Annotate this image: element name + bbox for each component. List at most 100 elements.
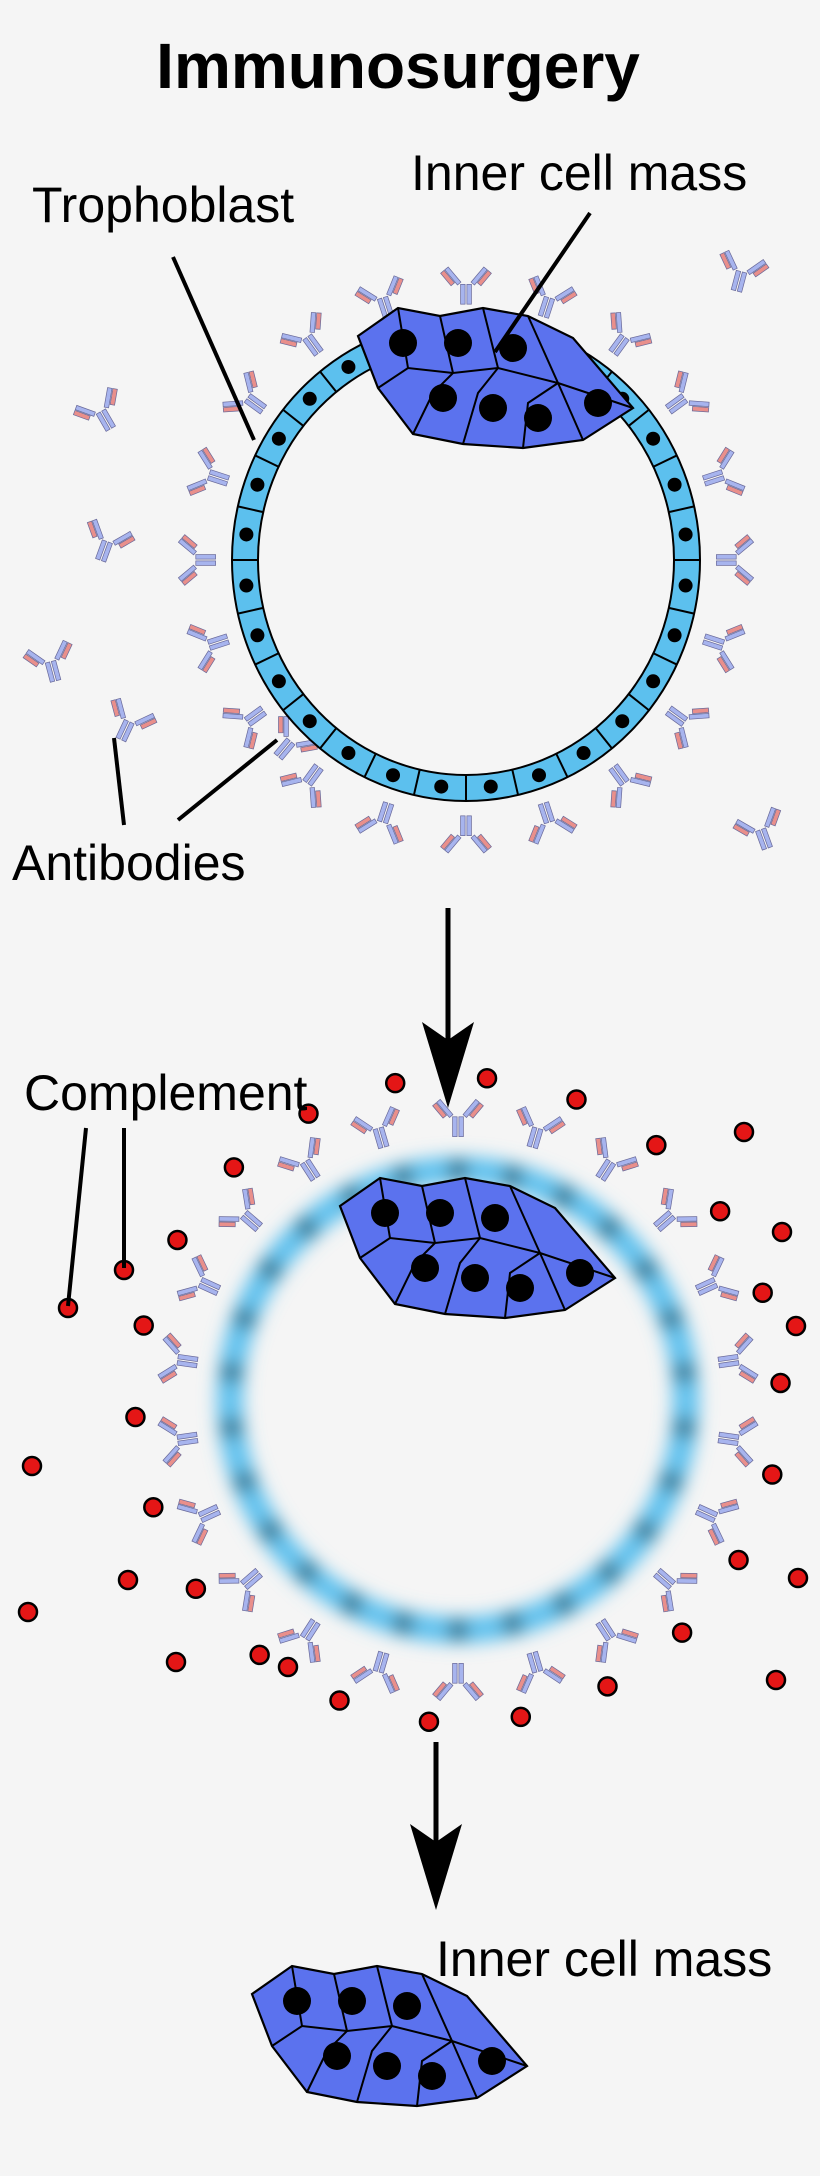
icm-nucleus [393, 1992, 421, 2020]
cell-boundary [363, 753, 377, 778]
antibody [110, 697, 158, 743]
trophoblast-nucleus [261, 1521, 280, 1540]
cell-boundary [254, 454, 280, 468]
cell-boundary [627, 693, 650, 712]
complement-protein [384, 1072, 406, 1094]
trophoblast-nucleus [554, 1187, 573, 1206]
antibody [595, 1618, 639, 1663]
icm-nucleus [429, 384, 457, 412]
cell-wall [416, 2040, 453, 2107]
icm-nucleus [373, 2052, 401, 2080]
antibody [72, 387, 118, 432]
trophoblast-nucleus [394, 1614, 413, 1633]
cell-boundary [668, 606, 695, 615]
complement-protein [752, 1282, 773, 1304]
antibody [277, 1618, 321, 1663]
complement-protein [17, 1601, 39, 1623]
cell-boundary [594, 727, 613, 750]
trophoblast-nucleus [636, 1260, 655, 1279]
trophoblast-nucleus [343, 1594, 362, 1613]
trophoblast-label: Trophoblast [32, 177, 294, 233]
isolated-inner-cell-mass [250, 1964, 529, 2108]
icm-nucleus [478, 2047, 506, 2075]
trophoblast-nucleus [235, 1309, 254, 1328]
cell-wall [527, 315, 559, 384]
cell-wall [462, 367, 499, 445]
antibody [719, 249, 770, 293]
trophoblast-nucleus [449, 1621, 467, 1639]
cell-boundary [319, 370, 338, 393]
cell-boundary [282, 408, 305, 427]
inner-cell-mass-pointer-line-top [493, 211, 592, 354]
complement-protein [785, 1315, 807, 1337]
inner-cell-mass [338, 1176, 617, 1320]
complement-protein [133, 1315, 154, 1336]
antibody [608, 312, 653, 357]
trophoblast-nucleus [302, 714, 317, 729]
icm-nucleus [461, 1264, 489, 1292]
complement-protein [476, 1068, 498, 1089]
complement-protein [143, 1496, 164, 1518]
antibody [350, 1106, 400, 1150]
trophoblast-nucleus [250, 628, 265, 643]
antibody [354, 801, 404, 845]
icm-nucleus [499, 334, 527, 362]
antibody [157, 1416, 199, 1468]
trophoblast-nucleus [386, 768, 401, 783]
antibody [653, 1187, 698, 1233]
cell-wall [271, 2024, 528, 2067]
antibody [702, 623, 746, 674]
trophoblast-nucleus [646, 674, 661, 689]
trophoblast-nucleus [222, 1363, 241, 1382]
icm-nucleus [411, 1254, 439, 1282]
icm-nucleus [479, 394, 507, 422]
antibody [664, 370, 710, 415]
antibody [218, 1567, 263, 1613]
cell-boundary [254, 652, 280, 666]
antibody [732, 806, 782, 851]
antibody [528, 801, 578, 845]
trophoblast-nucleus [222, 1418, 241, 1437]
icm-nucleus [371, 1199, 399, 1227]
antibody [716, 534, 755, 586]
icm-nucleus [584, 389, 612, 417]
complement-protein [117, 1569, 139, 1591]
cell-boundary [412, 769, 421, 796]
trophoblast-pointer-line [171, 256, 256, 441]
cell-boundary [511, 769, 520, 796]
trophoblast-nucleus [250, 477, 265, 492]
trophoblast-nucleus [554, 1594, 573, 1613]
trophoblast-nucleus [576, 746, 591, 761]
trophoblast-nucleus [449, 1161, 467, 1179]
trophoblast-nucleus [675, 1363, 694, 1382]
cell-boundary [652, 454, 678, 468]
antibodies-group-stage-2 [157, 1098, 759, 1702]
antibody [440, 266, 492, 305]
icm-nucleus [418, 2062, 446, 2090]
antibody [277, 1137, 321, 1182]
complement-protein [787, 1567, 809, 1589]
cell-boundary [319, 727, 338, 750]
antibody [432, 1098, 484, 1137]
complement-protein [770, 1372, 791, 1394]
antibody [717, 1416, 759, 1468]
trophoblast-nucleus [646, 431, 661, 446]
antibody [440, 815, 492, 854]
antibody [279, 312, 324, 357]
antibody [218, 1187, 263, 1233]
stage-1-blastocyst [22, 249, 782, 854]
antibody [717, 1332, 759, 1384]
cell-wall [509, 1185, 541, 1254]
cell-wall [377, 366, 634, 409]
antibody [608, 763, 653, 808]
inner-cell-mass-stage-2 [338, 1176, 617, 1320]
trophoblast-nucleus [239, 527, 254, 542]
antibody [22, 639, 73, 683]
inner-cell-mass-label-bottom: Inner cell mass [436, 1931, 772, 1987]
antibodies-group-stage-1 [22, 249, 782, 854]
cell-boundary [627, 408, 650, 427]
trophoblast-nucleus [297, 1563, 316, 1582]
antibodies-label: Antibodies [12, 835, 246, 891]
antibodies-pointer-line-left [112, 737, 126, 826]
